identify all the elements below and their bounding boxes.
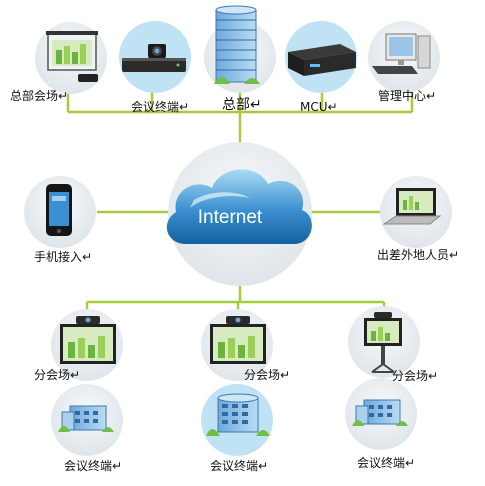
smartphone-icon — [46, 184, 72, 236]
video-conference-stand-icon — [364, 312, 402, 373]
branch-label-2: 分会场↵ — [244, 368, 291, 382]
terminal-label-1: 会议终端↵ — [64, 459, 123, 473]
hq-node — [204, 5, 276, 93]
terminal-node-3 — [345, 378, 417, 450]
mcu-node — [285, 21, 357, 93]
internet-label: Internet — [198, 207, 263, 228]
terminal-label-3: 会议终端↵ — [357, 456, 416, 470]
projector-screen-icon — [46, 31, 98, 82]
video-conference-tv-icon — [210, 316, 266, 364]
office-building-icon — [214, 5, 260, 84]
video-conference-tv-icon — [60, 316, 116, 364]
building-icon — [352, 399, 408, 426]
remote-staff-node — [380, 176, 452, 248]
remote-staff-label: 出差外地人员↵ — [377, 248, 460, 262]
conference-terminal-label: 会议终端↵ — [131, 100, 190, 114]
hq-label: 总部↵ — [222, 97, 262, 113]
branch-node-2 — [201, 309, 273, 381]
conference-terminal-node — [119, 21, 191, 93]
branch-node-3 — [348, 306, 420, 378]
hq-venue-node — [35, 22, 107, 94]
mcu-label: MCU↵ — [300, 100, 338, 114]
mcu-device-icon — [288, 44, 356, 76]
laptop-icon — [382, 188, 442, 225]
hq-venue-label: 总部会场↵ — [10, 89, 69, 103]
terminal-node-2 — [201, 384, 273, 456]
desktop-computer-icon — [372, 33, 431, 74]
mobile-access-label: 手机接入↵ — [34, 250, 93, 264]
building-icon — [206, 393, 270, 436]
terminal-label-2: 会议终端↵ — [210, 459, 269, 473]
branch-label-3: 分会场↵ — [392, 369, 439, 383]
building-icon — [58, 405, 114, 432]
terminal-node-1 — [51, 384, 123, 456]
internet-node — [166, 142, 312, 286]
management-center-label: 管理中心↵ — [378, 89, 437, 103]
management-center-node — [368, 21, 440, 93]
branch-node-1 — [51, 309, 123, 381]
video-conference-terminal-icon — [122, 44, 186, 72]
cloud-icon — [166, 169, 312, 244]
branch-label-1: 分会场↵ — [34, 368, 81, 382]
mobile-access-node — [24, 176, 96, 248]
